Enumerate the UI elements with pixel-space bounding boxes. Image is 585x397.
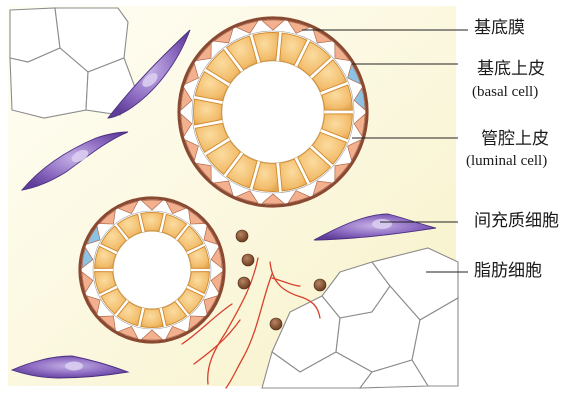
duct-lumen [113,231,190,308]
duct-lumen [222,61,324,163]
large-duct [179,18,367,206]
label-luminal-cell-english: (luminal cell) [466,153,547,170]
luminal-cell [141,309,164,328]
label-adipocyte: 脂肪细胞 [474,262,542,281]
label-basement-membrane: 基底膜 [474,19,525,38]
label-stromal-cell: 间充质细胞 [474,212,559,231]
label-basal-cell-english: (basal cell) [472,84,538,101]
label-basal-cell: 基底上皮 [477,60,545,79]
adipocyte-cluster-top [10,8,136,118]
small-duct [80,198,224,342]
label-luminal-cell: 管腔上皮 [481,130,549,149]
luminal-cell [141,213,164,232]
